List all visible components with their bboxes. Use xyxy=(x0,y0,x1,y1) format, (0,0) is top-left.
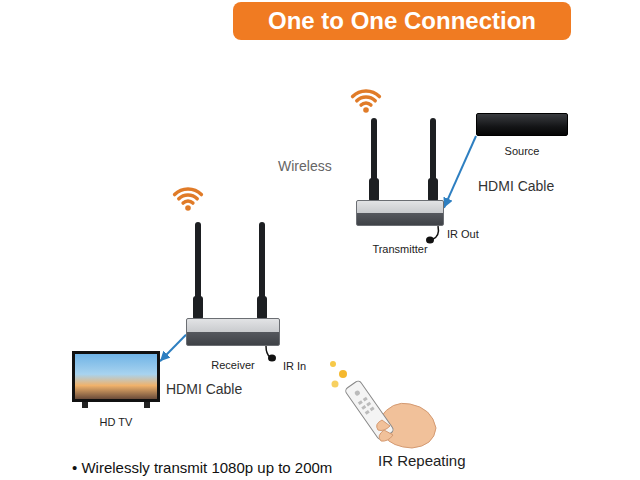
wifi-symbol xyxy=(175,91,380,203)
antenna-base xyxy=(257,296,267,320)
tv-stand xyxy=(82,402,88,408)
cable-label: HDMI Cable xyxy=(166,381,242,397)
antenna-base xyxy=(428,178,438,202)
device-label: Transmitter xyxy=(372,243,427,255)
ir-signal xyxy=(332,381,339,388)
note: • Wirelessly transmit 1080p up to 200m xyxy=(72,459,332,476)
ir-signal xyxy=(339,370,347,378)
antenna-base xyxy=(193,296,203,320)
feature-label: IR Repeating xyxy=(378,452,466,469)
ir-cable xyxy=(433,226,438,239)
source-device: Source xyxy=(476,113,568,136)
port-label: IR In xyxy=(283,360,306,372)
ir-sensor xyxy=(268,355,276,362)
hdmi-cable-arrow xyxy=(444,136,476,208)
transmitter-device: Transmitter xyxy=(356,200,444,226)
device-label: HD TV xyxy=(100,416,133,428)
remote-control xyxy=(344,380,394,441)
wifi-dot xyxy=(185,205,191,211)
wireless-label: Wireless xyxy=(278,158,332,174)
port-label: IR Out xyxy=(447,228,479,240)
device-label: Receiver xyxy=(211,359,254,371)
hdmi-cable-arrow xyxy=(160,335,186,361)
receiver-device: Receiver xyxy=(186,318,280,346)
ir-sensor xyxy=(426,237,434,244)
finger xyxy=(379,430,393,441)
ir-signal xyxy=(330,361,336,367)
finger xyxy=(377,420,390,431)
device-label: Source xyxy=(505,145,540,157)
wifi-dot xyxy=(363,107,369,113)
tv-stand xyxy=(144,402,150,408)
tv-device: HD TV xyxy=(72,351,160,402)
title-banner: One to One Connection xyxy=(233,2,571,40)
cable-label: HDMI Cable xyxy=(478,178,554,194)
antenna-base xyxy=(369,178,379,202)
